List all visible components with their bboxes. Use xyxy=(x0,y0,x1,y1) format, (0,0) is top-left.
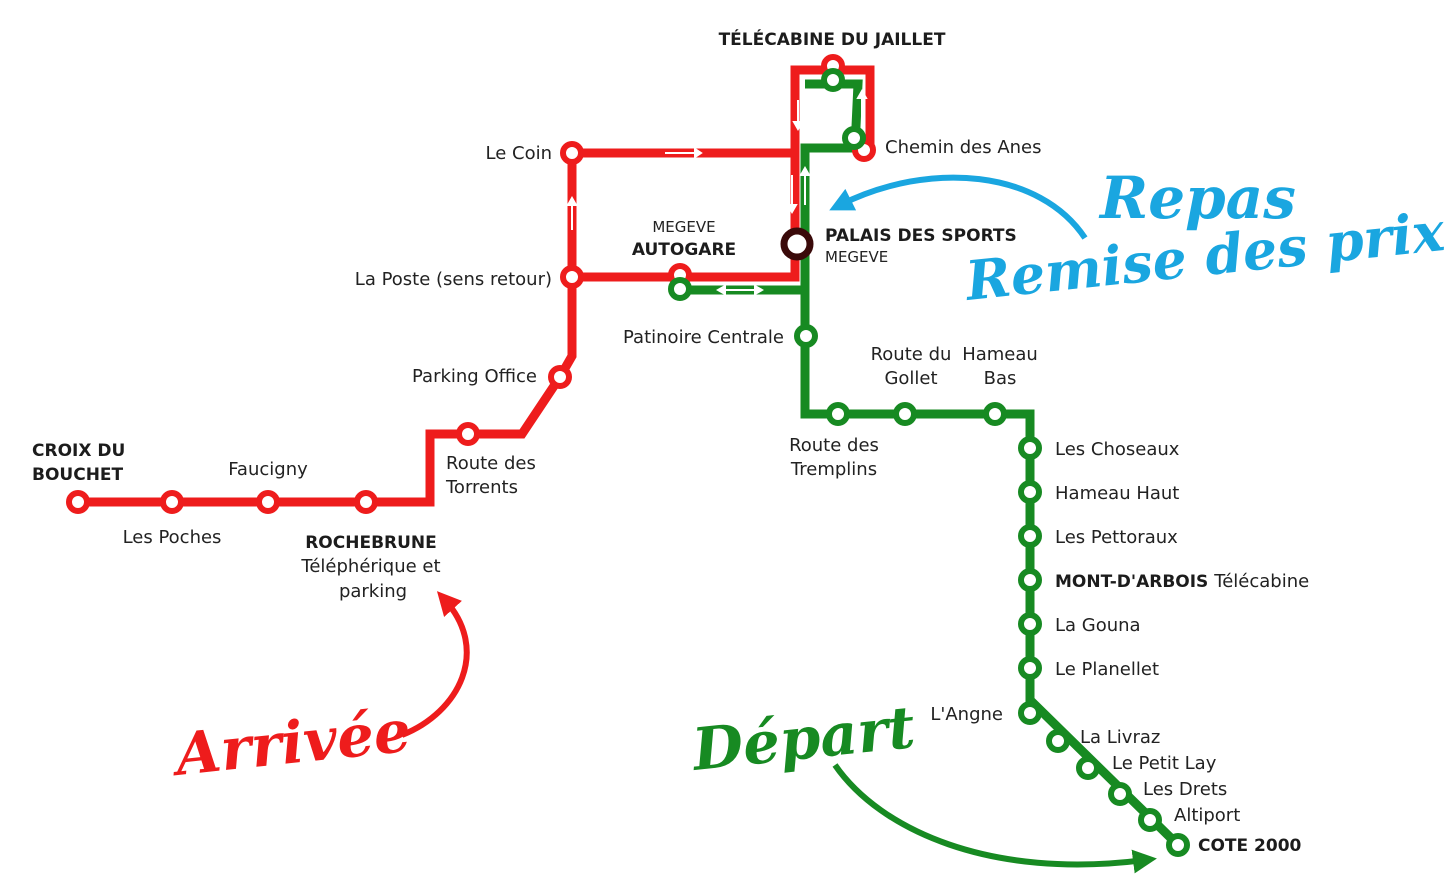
label-route-du-gollet-1: Route du xyxy=(871,344,952,365)
label-croix-du-bouchet-1: CROIX DU xyxy=(32,441,125,461)
station-mont-d-arbois[interactable] xyxy=(1018,568,1042,592)
station-le-coin[interactable] xyxy=(560,141,584,165)
label-altiport: Altiport xyxy=(1174,805,1240,826)
station-les-drets[interactable] xyxy=(1108,782,1132,806)
station-telecabine-jaillet-green[interactable] xyxy=(821,68,845,92)
station-parking-office[interactable] xyxy=(548,365,572,389)
label-le-coin: Le Coin xyxy=(486,143,553,164)
direction-arrows xyxy=(566,88,868,296)
station-chemin-des-anes-green[interactable] xyxy=(842,126,866,150)
label-hameau-bas-2: Bas xyxy=(984,368,1017,389)
station-les-choseaux[interactable] xyxy=(1018,436,1042,460)
label-route-des-tremplins-1: Route des xyxy=(789,435,879,456)
label-la-livraz: La Livraz xyxy=(1080,727,1160,748)
station-les-poches[interactable] xyxy=(160,490,184,514)
label-hameau-bas-1: Hameau xyxy=(962,344,1038,365)
label-autogare: AUTOGARE xyxy=(632,240,736,260)
label-le-planellet: Le Planellet xyxy=(1055,659,1159,680)
station-hameau-haut[interactable] xyxy=(1018,480,1042,504)
station-croix-du-bouchet[interactable] xyxy=(66,490,90,514)
label-les-choseaux: Les Choseaux xyxy=(1055,439,1180,460)
label-cote-2000: COTE 2000 xyxy=(1198,836,1302,856)
label-parking-office: Parking Office xyxy=(412,366,537,387)
label-faucigny: Faucigny xyxy=(228,459,308,480)
label-route-des-torrents-1: Route des xyxy=(446,453,536,474)
label-telecabine-jaillet: TÉLÉCABINE DU JAILLET xyxy=(719,28,946,50)
label-patinoire-centrale: Patinoire Centrale xyxy=(623,327,784,348)
station-faucigny[interactable] xyxy=(256,490,280,514)
label-croix-du-bouchet-2: BOUCHET xyxy=(32,465,124,485)
station-la-livraz[interactable] xyxy=(1046,729,1070,753)
station-la-gouna[interactable] xyxy=(1018,612,1042,636)
label-rochebrune-sub-1: Téléphérique et xyxy=(300,556,440,577)
label-la-poste: La Poste (sens retour) xyxy=(355,269,552,290)
station-altiport[interactable] xyxy=(1138,808,1162,832)
label-mont-d-arbois-sub: Télécabine xyxy=(1213,571,1309,592)
station-autogare-green[interactable] xyxy=(668,277,692,301)
label-route-des-torrents-2: Torrents xyxy=(445,477,518,498)
label-les-poches: Les Poches xyxy=(123,527,222,548)
station-le-petit-lay[interactable] xyxy=(1076,756,1100,780)
station-hameau-bas[interactable] xyxy=(983,402,1007,426)
station-les-pettoraux[interactable] xyxy=(1018,524,1042,548)
red-line-main xyxy=(78,148,795,507)
label-les-drets: Les Drets xyxy=(1143,779,1227,800)
arrivee-arrow xyxy=(400,591,470,738)
label-les-pettoraux: Les Pettoraux xyxy=(1055,527,1178,548)
label-rochebrune: ROCHEBRUNE xyxy=(305,533,437,553)
label-la-gouna: La Gouna xyxy=(1055,615,1141,636)
label-palais-des-sports: PALAIS DES SPORTS xyxy=(825,226,1017,246)
label-palais-city: MEGEVE xyxy=(825,248,888,266)
repas-arrow xyxy=(829,174,1088,240)
station-cote-2000[interactable] xyxy=(1166,833,1190,857)
label-mont-d-arbois-name: MONT-D'ARBOIS xyxy=(1055,572,1208,592)
station-route-du-gollet[interactable] xyxy=(893,402,917,426)
annotation-repas: Repas xyxy=(1098,164,1296,232)
station-l-angne[interactable] xyxy=(1018,701,1042,725)
label-autogare-city: MEGEVE xyxy=(652,218,715,236)
station-le-planellet[interactable] xyxy=(1018,656,1042,680)
station-rochebrune[interactable] xyxy=(354,490,378,514)
station-route-des-tremplins[interactable] xyxy=(826,402,850,426)
depart-arrow xyxy=(832,763,1157,874)
green-stations xyxy=(668,68,1190,857)
label-rochebrune-sub-2: parking xyxy=(339,581,407,602)
label-route-du-gollet-2: Gollet xyxy=(884,368,937,389)
station-route-des-torrents[interactable] xyxy=(456,422,480,446)
annotation-arrivee: Arrivée xyxy=(167,697,413,790)
label-chemin-des-anes: Chemin des Anes xyxy=(885,137,1042,158)
station-labels: TÉLÉCABINE DU JAILLET Chemin des Anes Le… xyxy=(32,28,1309,856)
label-hameau-haut: Hameau Haut xyxy=(1055,483,1179,504)
annotation-depart: Départ xyxy=(687,693,918,784)
label-l-angne: L'Angne xyxy=(930,704,1003,725)
label-le-petit-lay: Le Petit Lay xyxy=(1112,753,1217,774)
station-patinoire-centrale[interactable] xyxy=(794,324,818,348)
station-palais-des-sports-hub[interactable] xyxy=(780,227,814,261)
station-la-poste[interactable] xyxy=(560,265,584,289)
label-route-des-tremplins-2: Tremplins xyxy=(790,459,877,480)
